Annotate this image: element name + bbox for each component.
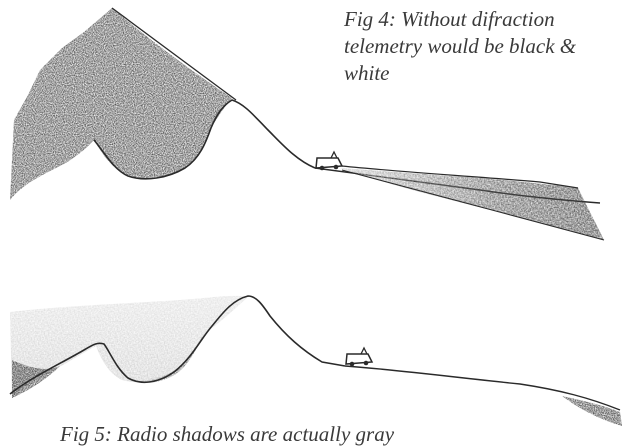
fig4-antenna-vehicle [316,152,342,170]
fig5-caption: Fig 5: Radio shadows are actually gray [60,421,394,447]
fig4-caption: Fig 4: Without difraction telemetry woul… [344,6,634,87]
fig5-antenna-vehicle [346,348,372,366]
fig5-gray-shadow [10,296,248,398]
fig4-caption-line-1: Fig 4: Without difraction [344,6,634,33]
fig4-caption-line-2: telemetry would be black & [344,33,634,60]
fig4-caption-line-3: white [344,60,634,87]
fig5-sketch [10,296,622,426]
